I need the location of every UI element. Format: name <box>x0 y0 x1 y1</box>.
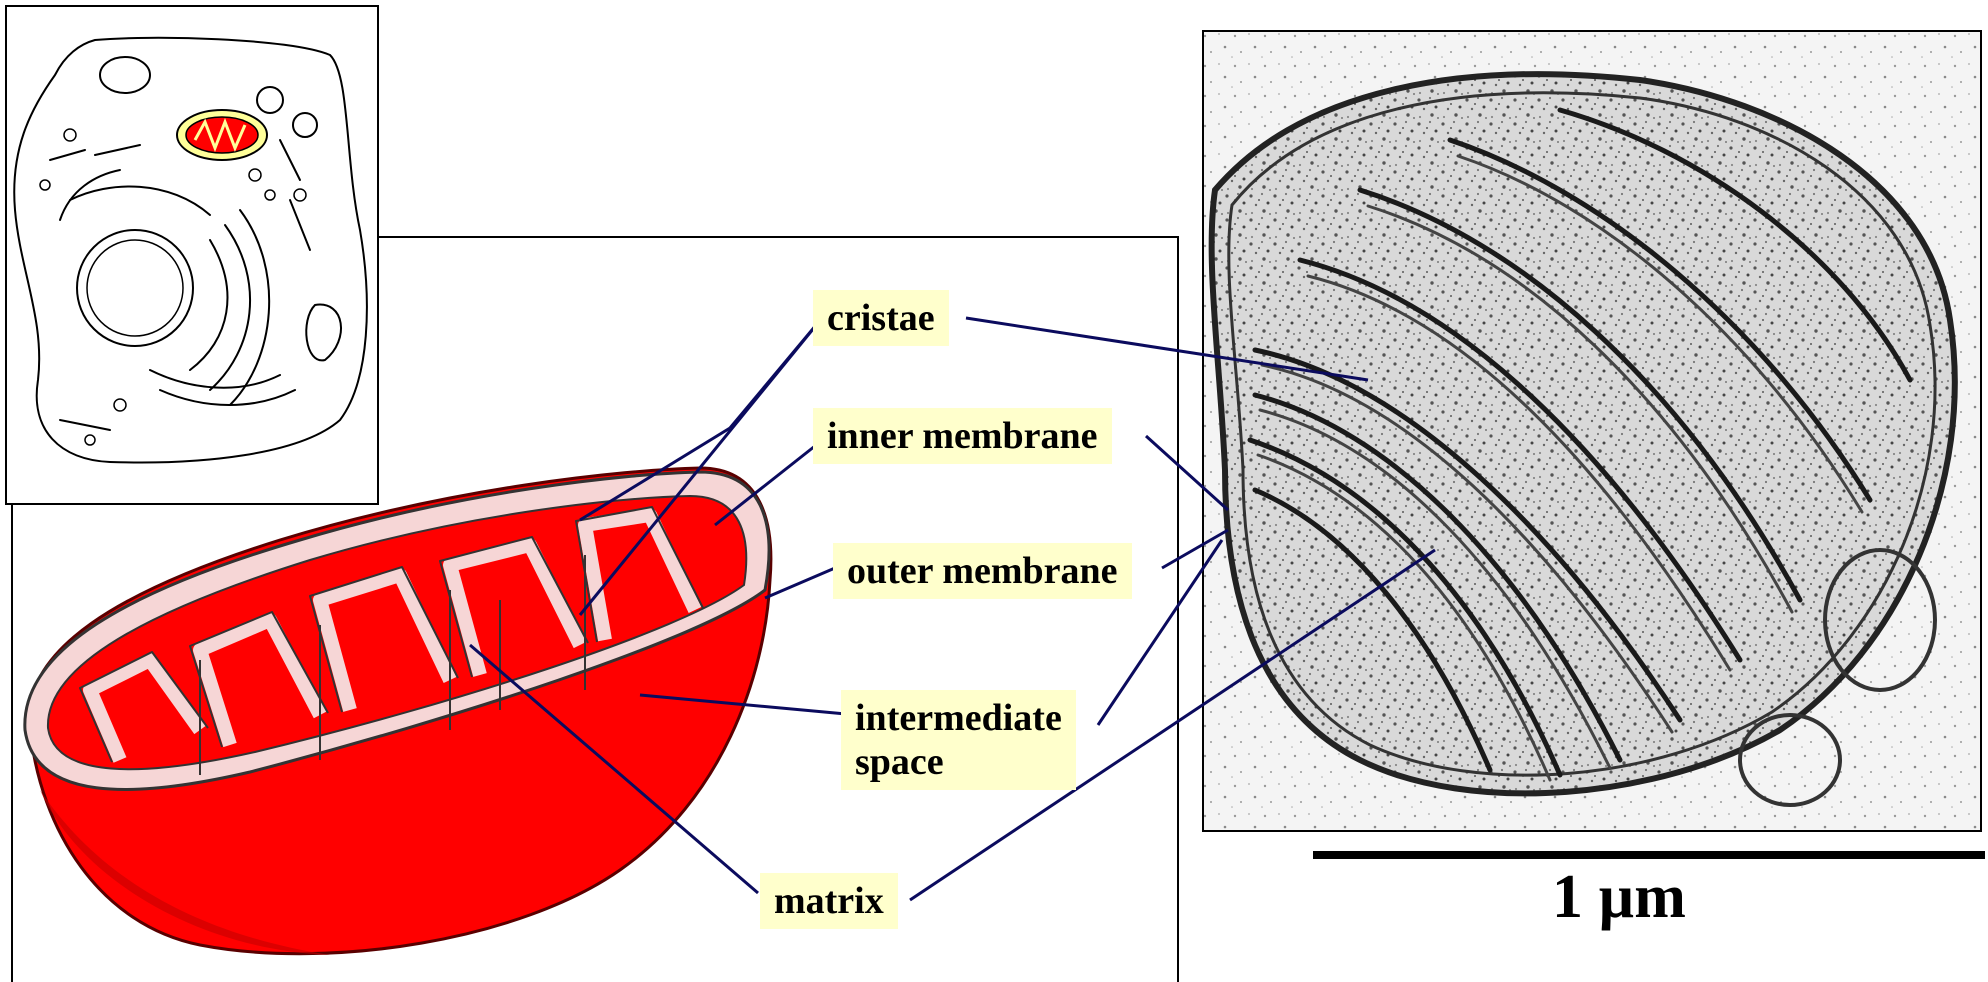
cell-nucleus <box>77 230 193 346</box>
label-outer-membrane: outer membrane <box>833 543 1132 599</box>
electron-micrograph <box>1203 31 1981 831</box>
label-intermediate-space: intermediate space <box>841 690 1076 790</box>
label-intermediate-line1: intermediate <box>855 696 1062 740</box>
scale-bar-label: 1 µm <box>1552 862 1686 933</box>
label-inner-membrane: inner membrane <box>813 408 1112 464</box>
mitochondrion-illustration <box>25 468 771 955</box>
scale-bar <box>1313 851 1985 859</box>
label-intermediate-line2: space <box>855 740 1062 784</box>
label-matrix: matrix <box>760 873 898 929</box>
cell-inset <box>6 6 378 504</box>
label-cristae: cristae <box>813 290 949 346</box>
cell-outline <box>14 38 367 463</box>
